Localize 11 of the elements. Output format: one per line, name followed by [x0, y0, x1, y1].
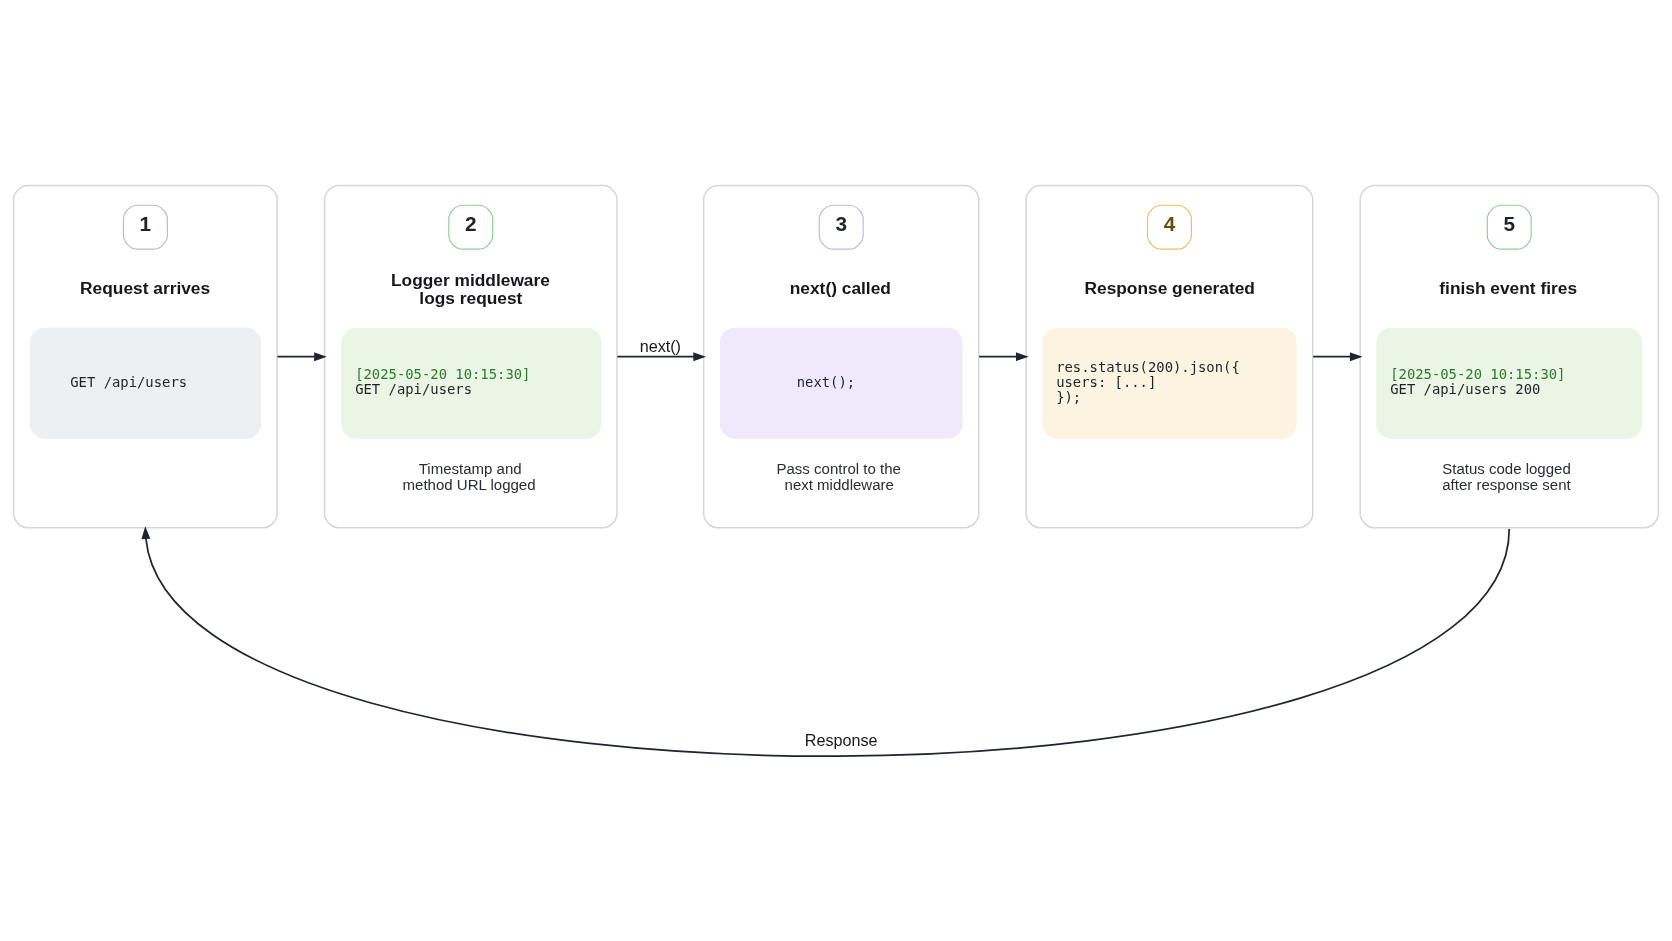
arrow: [978, 351, 1029, 361]
node-box: 3 next() called next(); Pass control to the next middleware: [702, 184, 980, 528]
node-box: 2 Logger middleware logs request [2025-05-20 10:15:30] GET /api/users Timestamp and method URL logged: [323, 184, 618, 528]
edge-label: Response: [804, 730, 878, 749]
node-box: 5 finish event fires [2025-05-20 10:15:30] GET /api/users 200 Status code logged after response sent: [1359, 184, 1660, 528]
node-box: 4 Response generated res.status(200).json({ users: [...] });: [1025, 184, 1314, 528]
node-box: 1 Request arrives GET /api/users: [12, 184, 278, 528]
arrow: [616, 351, 707, 361]
edge-label: next(): [639, 336, 681, 355]
arrow: [276, 351, 327, 361]
arrow: [1312, 351, 1363, 361]
